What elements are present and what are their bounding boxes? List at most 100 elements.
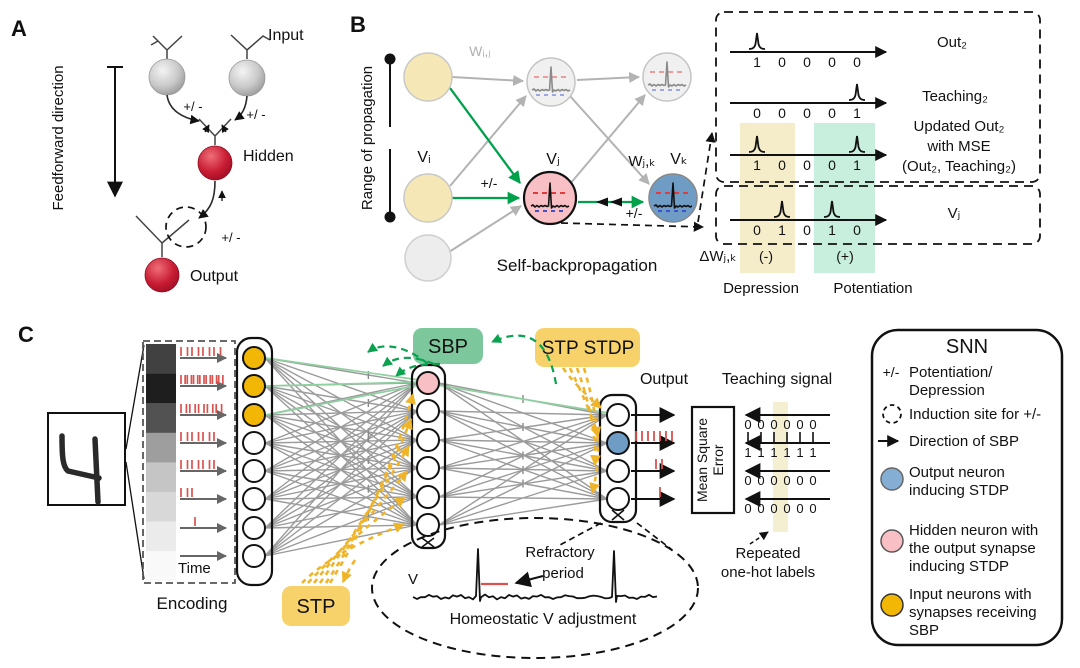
axon-input2-hidden <box>234 95 248 121</box>
encoding-spike-rows <box>180 347 227 561</box>
panel-b-label: B <box>350 12 366 37</box>
connection-line <box>264 467 418 557</box>
connection-line <box>438 414 608 441</box>
sbp-up-arrow-right <box>221 124 229 134</box>
input-neuron <box>242 516 266 540</box>
connection-line <box>264 439 418 557</box>
teaching-digit: 0 <box>757 473 764 488</box>
sbp-back-arrowhead-2 <box>610 197 622 207</box>
refractory-label-2: period <box>542 565 584 582</box>
panel-c: C Time Encoding <box>18 322 832 659</box>
sbp-badge-label: SBP <box>428 336 468 358</box>
homeostatic-label: Homeostatic V adjustment <box>450 611 637 628</box>
hidden-neuron-pink <box>416 371 440 395</box>
connection-line <box>264 382 418 500</box>
callout-line-right <box>636 522 672 550</box>
feedforward-direction-label: Feedforward direction <box>50 65 67 210</box>
arrow-hidden-top-vk <box>569 95 650 185</box>
input-neuron-gray <box>404 234 452 282</box>
connection-line <box>264 382 418 472</box>
green-arrow-input1-vj <box>449 87 521 185</box>
hidden-label: Hidden <box>243 148 294 165</box>
axon-input1-hidden <box>166 94 200 125</box>
intensity-block <box>146 373 176 404</box>
vi-label: Vᵢ <box>417 149 430 166</box>
input-neuron-1 <box>148 58 186 96</box>
induction-site-icon <box>882 404 902 424</box>
vj-neuron <box>522 170 578 226</box>
connection-line <box>264 382 418 444</box>
encoding-dashed-box <box>142 340 236 584</box>
panel-a: A Feedforward direction Input +/ - +/ - … <box>11 16 304 293</box>
input-neuron-2 <box>228 59 266 97</box>
train-digit: 0 <box>853 222 861 238</box>
hidden-neuron-faded <box>526 57 576 107</box>
train-digit: 1 <box>853 105 861 121</box>
teaching-digit: 0 <box>809 501 816 516</box>
output-spike-ticks <box>635 431 673 497</box>
teaching-digit: 1 <box>796 445 803 460</box>
vk-label: Vₖ <box>670 151 687 168</box>
train-digit: 0 <box>803 222 811 238</box>
input-hidden-connections <box>264 357 418 557</box>
handwritten-digit-4 <box>59 433 102 505</box>
teaching-digit: 0 <box>796 501 803 516</box>
time-label: Time <box>178 560 211 577</box>
output-layer-neurons <box>606 403 630 511</box>
teaching-digit: 0 <box>770 417 777 432</box>
encoding-label: Encoding <box>157 594 228 613</box>
input-neuron-yellow <box>242 403 266 427</box>
teaching-signal-axes <box>744 407 830 507</box>
train-digit: 1 <box>853 157 861 173</box>
teaching-digit: 0 <box>796 417 803 432</box>
pm-symbol: +/- <box>883 364 900 380</box>
vj-train-label: Vⱼ <box>948 205 961 222</box>
teaching-signal-label: Teaching signal <box>722 371 832 388</box>
teaching-digit: 0 <box>783 473 790 488</box>
arrow-hidden-top-output-top <box>576 71 641 83</box>
teaching-digit: 0 <box>757 501 764 516</box>
teaching-digit: 0 <box>744 473 751 488</box>
legend-item-hidden-2: the output synapse <box>909 540 1036 557</box>
input-neuron-yellow <box>242 374 266 398</box>
hidden-output-connections <box>438 382 608 526</box>
input-neuron-icon <box>880 593 904 617</box>
legend-item-input-3: SBP <box>909 622 939 639</box>
grayscale-intensity-column <box>146 344 176 581</box>
output-trains-dashed-box <box>715 11 1041 183</box>
refractory-arrow <box>514 571 544 588</box>
potentiation-label: Potentiation <box>833 280 912 297</box>
legend-title: SNN <box>946 336 988 358</box>
spike-glyph <box>848 83 866 101</box>
train-digit: 1 <box>828 222 836 238</box>
self-backpropagation-label: Self-backpropagation <box>497 256 658 275</box>
intensity-block <box>146 462 176 493</box>
depression-band <box>740 123 795 273</box>
wjk-label: Wⱼ,ₖ <box>628 153 655 170</box>
intensity-block <box>146 403 176 433</box>
vj-label: Vⱼ <box>546 151 559 168</box>
hidden-layer-neurons <box>416 371 440 537</box>
teaching-digit: 1 <box>770 445 777 460</box>
depression-sign: (-) <box>759 248 773 264</box>
input-neuron-1-dendrite <box>150 35 183 59</box>
input-neuron <box>242 544 266 568</box>
hidden-neuron <box>416 399 440 423</box>
legend-box <box>870 328 1064 647</box>
legend: SNN +/- Potentiation/ Depression Inducti… <box>870 328 1064 647</box>
stp-badge-label: STP <box>297 596 336 618</box>
legend-item-hidden-3: inducing STDP <box>909 558 1009 575</box>
connection-line <box>264 382 418 557</box>
hidden-layer-box <box>410 363 447 550</box>
legend-item-potentiation-1: Potentiation/ <box>909 364 993 381</box>
pm-label-output: +/ - <box>221 230 240 245</box>
legend-item-direction: Direction of SBP <box>909 433 1019 450</box>
output-neuron <box>606 403 630 427</box>
induction-site-circle <box>165 206 207 248</box>
range-bracket <box>384 53 396 223</box>
stp-stdp-dashed-arrows <box>561 367 602 495</box>
hidden-neuron <box>197 145 233 181</box>
repeated-label-2: one-hot labels <box>721 564 815 581</box>
teaching-digit: 0 <box>809 417 816 432</box>
